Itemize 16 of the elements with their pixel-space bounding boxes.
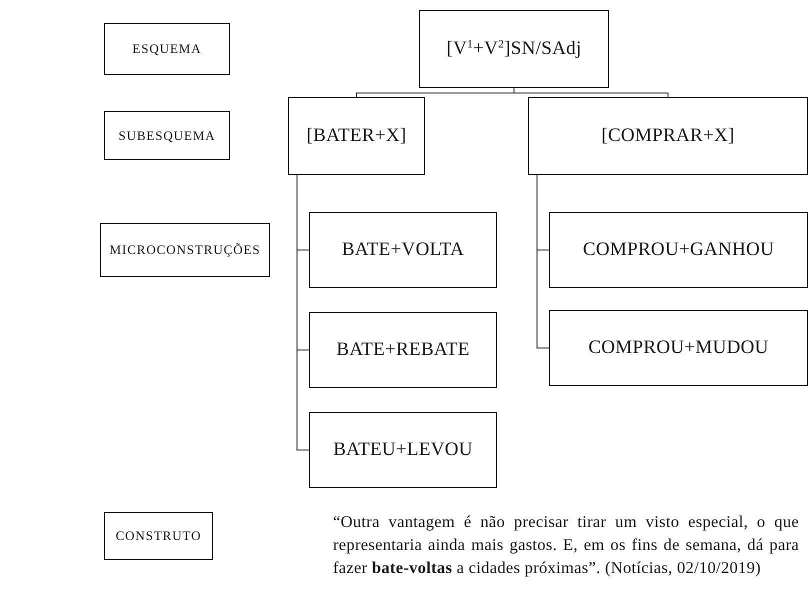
level-label-box: MICROCONSTRUÇÕES [100, 223, 270, 277]
construction-box: BATEU+LEVOU [309, 412, 497, 488]
construction-box: COMPROU+GANHOU [549, 212, 808, 288]
connector-line [296, 174, 310, 450]
connector-line [514, 88, 668, 98]
construction-box: COMPROU+MUDOU [549, 310, 808, 386]
construction-box: BATE+VOLTA [309, 212, 497, 288]
level-label-box: ESQUEMA [104, 23, 230, 75]
connector-line [536, 174, 550, 348]
construction-box: [BATER+X] [288, 97, 425, 175]
construction-box: BATE+REBATE [309, 312, 497, 388]
example-quote: “Outra vantagem é não precisar tirar um visto especial, o que representaria ainda mais gastos. E, em os fins de semana, dá para fazer bate-voltas a cidades próximas”. (Notícias, 02/10/2019) [333, 511, 799, 579]
construction-box: [COMPRAR+X] [528, 97, 808, 175]
level-label-box: SUBESQUEMA [104, 111, 230, 160]
level-label-box: CONSTRUTO [104, 512, 213, 560]
construction-box: [V$^{1}$+V$^{2}$]SN/SAdj [419, 10, 609, 88]
